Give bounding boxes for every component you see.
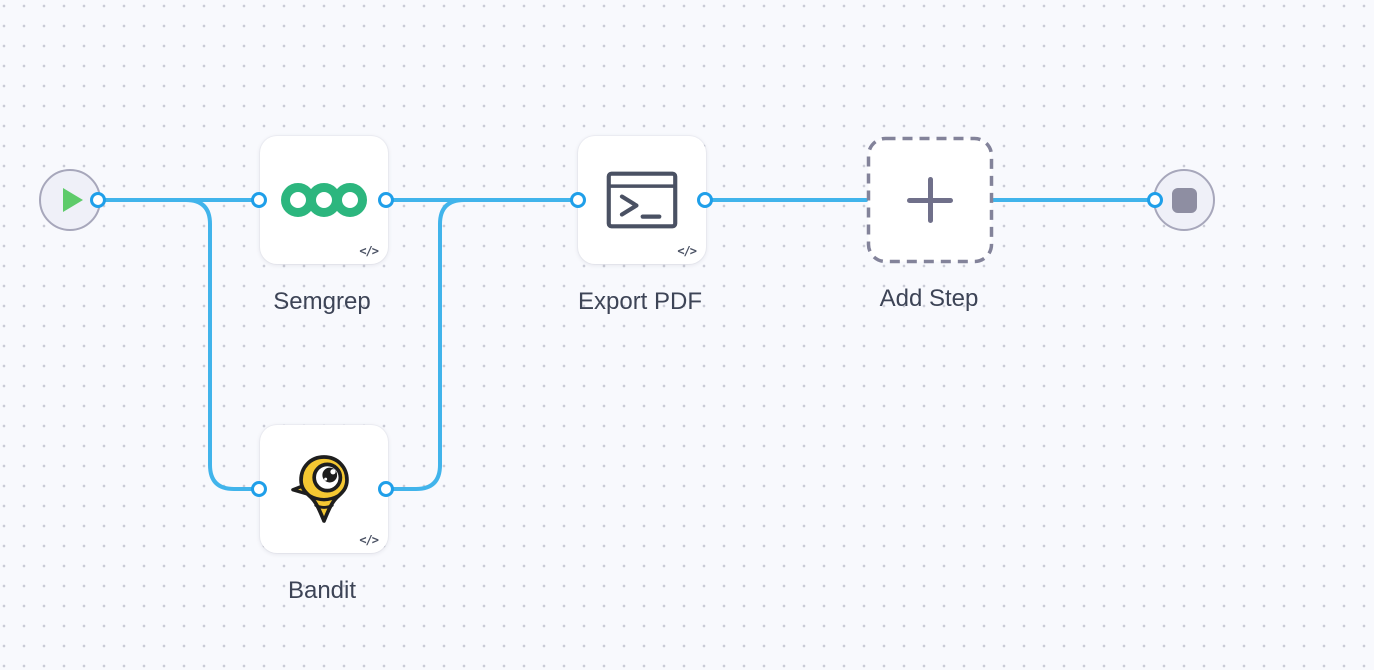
node-label-semgrep: Semgrep <box>273 288 371 315</box>
node-label-export-pdf: Export PDF <box>577 288 703 315</box>
code-badge-icon: </> <box>677 244 697 258</box>
semgrep-rings-icon <box>281 183 367 217</box>
port-bandit-in[interactable] <box>250 480 267 497</box>
code-badge-icon: </> <box>359 533 379 547</box>
edge-bandit-exportpdf[interactable] <box>384 198 580 491</box>
edge-start-bandit[interactable] <box>96 198 261 491</box>
node-add-step[interactable] <box>866 136 994 264</box>
bandit-mascot-icon <box>291 455 349 523</box>
port-exportpdf-in[interactable] <box>569 191 586 208</box>
terminal-window-icon <box>606 171 678 229</box>
node-semgrep[interactable]: </> <box>260 136 388 264</box>
port-semgrep-in[interactable] <box>250 191 267 208</box>
stop-icon <box>1171 187 1197 213</box>
port-semgrep-out[interactable] <box>377 191 394 208</box>
node-export-pdf[interactable]: </> <box>578 136 706 264</box>
port-exportpdf-out[interactable] <box>696 191 713 208</box>
play-icon <box>63 188 83 212</box>
node-label-add-step: Add Step <box>879 285 979 312</box>
code-badge-icon: </> <box>359 244 379 258</box>
port-bandit-out[interactable] <box>377 480 394 497</box>
node-bandit[interactable]: </> <box>260 425 388 553</box>
port-start-out[interactable] <box>89 191 106 208</box>
node-label-bandit: Bandit <box>287 577 357 604</box>
port-end-in[interactable] <box>1146 191 1163 208</box>
plus-icon <box>907 177 953 223</box>
